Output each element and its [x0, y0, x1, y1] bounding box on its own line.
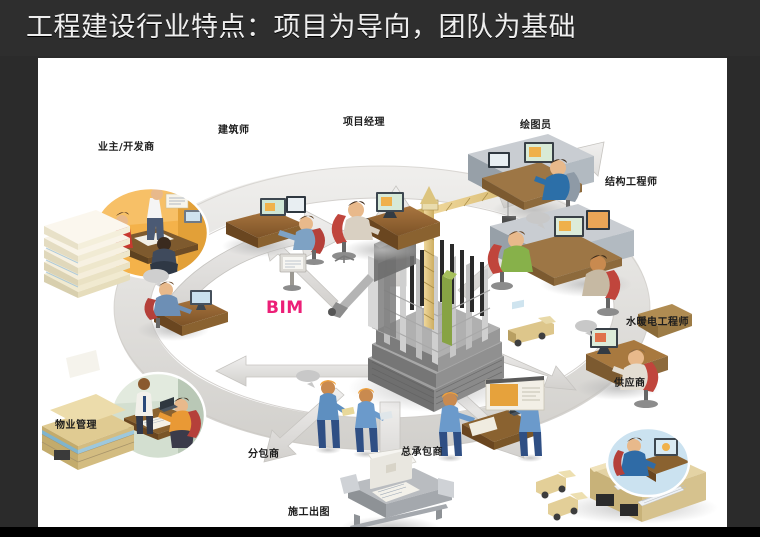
label-supplier: 供应商 — [614, 378, 646, 389]
site-workers-icon — [296, 299, 545, 462]
label-owner-developer: 业主/开发商 — [98, 142, 155, 153]
bim-center-label: BIM — [266, 298, 304, 318]
desk-worker-left-icon — [137, 269, 228, 341]
label-structural-engineer: 结构工程师 — [605, 177, 658, 188]
truck-icon — [536, 470, 576, 499]
paper-corner-icon — [66, 350, 100, 378]
label-architect: 建筑师 — [218, 125, 250, 136]
label-mep-engineer: 水暖电工程师 — [626, 317, 689, 328]
plotter-left-icon — [279, 253, 307, 291]
concrete-pump-icon — [328, 274, 374, 318]
cubicle-workstation-icon — [468, 134, 594, 222]
picture-panel: 业主/开发商 建筑师 项目经理 绘图员 结构工程师 水暖电工程师 供应商 总承包… — [38, 58, 727, 527]
architect-desk-icon — [222, 196, 325, 265]
manager-desk-icon — [331, 192, 440, 263]
diagram-artwork — [41, 134, 718, 527]
paper-stack-icon — [44, 210, 130, 298]
label-project-manager: 项目经理 — [343, 117, 385, 128]
label-general-contractor: 总承包商 — [401, 447, 443, 458]
speech-bubble-icon — [296, 370, 320, 388]
title-bar: 工程建设行业特点：项目为导向，团队为基础 — [0, 0, 760, 56]
bottom-band — [0, 527, 760, 537]
office-meeting-circle-icon — [109, 371, 207, 461]
truck-icon-2 — [548, 492, 588, 521]
speech-bubble-icon — [575, 320, 597, 337]
label-subcontractor: 分包商 — [248, 449, 280, 460]
plotter-printer-icon — [340, 447, 454, 527]
speech-bubble-icon — [526, 212, 550, 229]
bim-collaboration-diagram: 业主/开发商 建筑师 项目经理 绘图员 结构工程师 水暖电工程师 供应商 总承包… — [38, 58, 727, 527]
cubicle-workstation-icon-2 — [487, 204, 634, 316]
label-property-management: 物业管理 — [55, 420, 97, 431]
delivery-truck-icon — [508, 316, 556, 347]
page-title: 工程建设行业特点：项目为导向，团队为基础 — [26, 12, 576, 42]
building-model-icon — [41, 394, 135, 470]
label-draftsman: 绘图员 — [520, 120, 552, 131]
label-construction-drawing: 施工出图 — [288, 507, 330, 518]
engineer-desk-icon — [575, 304, 692, 408]
construction-building-icon — [328, 176, 544, 412]
warehouse-truck-icon — [536, 426, 718, 524]
